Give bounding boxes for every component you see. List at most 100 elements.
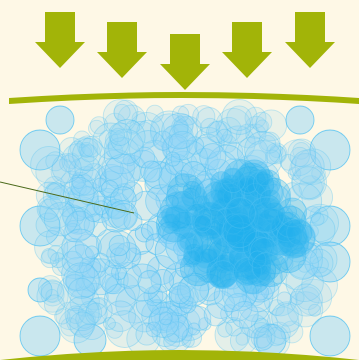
bubble <box>61 204 85 228</box>
bubble <box>224 197 256 229</box>
bubble <box>276 291 293 307</box>
bubble <box>64 210 95 241</box>
bubble <box>291 166 325 200</box>
bubble <box>69 286 100 317</box>
bubble <box>108 234 131 257</box>
bubble <box>208 260 237 289</box>
bubble <box>244 140 283 179</box>
bubble <box>267 321 291 345</box>
bubble <box>224 293 253 322</box>
bubble <box>75 275 98 298</box>
bubble <box>43 201 79 237</box>
bubble <box>103 137 141 175</box>
bubble <box>61 250 84 273</box>
bubble <box>64 185 100 220</box>
bubble <box>19 315 61 357</box>
bubble <box>38 198 60 220</box>
bubble <box>148 306 180 338</box>
bubble <box>159 312 190 343</box>
bubble <box>162 135 189 162</box>
bubble <box>58 201 75 218</box>
bubble <box>40 282 65 307</box>
bubble <box>88 119 106 137</box>
bubble <box>254 317 270 333</box>
bubble <box>113 103 131 121</box>
bubble <box>71 180 87 196</box>
bubble <box>151 318 180 347</box>
bubble <box>222 213 257 248</box>
bubble <box>308 303 322 317</box>
bubble <box>255 168 274 187</box>
bubble <box>216 128 233 146</box>
bubble <box>47 245 64 262</box>
bubble <box>294 148 332 185</box>
bubble <box>250 326 273 349</box>
bubble <box>279 153 297 171</box>
bubble <box>51 153 82 184</box>
bubble <box>289 283 323 317</box>
bubble <box>107 128 144 165</box>
bubble <box>282 182 302 202</box>
bubble <box>84 302 108 326</box>
bubble <box>106 321 124 339</box>
bubble <box>165 151 181 167</box>
bubble <box>39 195 73 229</box>
bubble <box>160 124 194 158</box>
bubble <box>243 314 268 339</box>
bubble <box>71 174 86 189</box>
bubble <box>114 261 142 289</box>
bubble <box>149 299 165 315</box>
bubble <box>79 143 93 157</box>
bubble <box>250 310 279 338</box>
bubble <box>56 274 94 312</box>
bubble <box>141 299 173 331</box>
bubble <box>84 245 99 260</box>
bubble <box>59 155 77 172</box>
bubble <box>73 130 91 149</box>
bubble <box>203 302 228 327</box>
bubble <box>179 231 199 251</box>
bubble <box>248 196 285 234</box>
bubble <box>69 311 96 338</box>
bubble <box>46 181 65 201</box>
bubble <box>235 123 261 149</box>
bubble <box>225 318 243 337</box>
bubble <box>81 163 107 189</box>
bubble <box>131 111 147 126</box>
bubble <box>311 166 326 181</box>
bubble <box>72 207 87 222</box>
bubble <box>19 205 61 247</box>
bubble <box>285 182 323 220</box>
bubble <box>94 163 129 198</box>
bubble <box>256 334 273 350</box>
bubble <box>102 99 138 134</box>
bubble <box>183 203 212 232</box>
bubble <box>255 109 288 142</box>
bubble <box>255 194 281 220</box>
bubble <box>104 133 130 160</box>
bubble <box>235 332 249 346</box>
bubble <box>135 322 159 346</box>
bubble <box>163 333 181 351</box>
bubble <box>289 290 305 306</box>
bubble <box>291 164 327 201</box>
bubble <box>296 286 320 311</box>
bubble <box>171 115 194 138</box>
bubble <box>99 264 129 295</box>
bubble <box>221 99 258 135</box>
bubble <box>222 213 244 235</box>
bubble <box>216 182 243 209</box>
bubble <box>309 205 329 225</box>
bubble <box>298 175 323 200</box>
bubble <box>268 145 287 163</box>
bubble <box>269 144 284 159</box>
bubble <box>65 186 81 202</box>
bubble <box>136 119 161 144</box>
bubble <box>295 278 333 316</box>
bubble <box>251 252 281 282</box>
bubble <box>193 214 212 233</box>
bubble <box>148 305 177 334</box>
bubble <box>43 176 66 199</box>
bubble <box>122 181 143 203</box>
bubble <box>289 146 310 167</box>
